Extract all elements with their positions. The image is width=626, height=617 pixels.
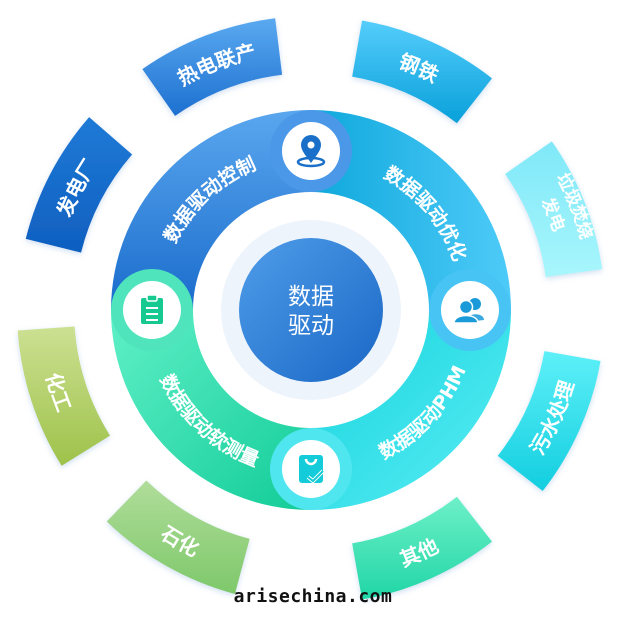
location-pin-badge [270, 110, 352, 192]
application-segment: 钢铁 [352, 20, 493, 124]
segment-shape [352, 496, 493, 600]
method-ring: 数据驱动控制数据驱动优化数据驱动PHM数据驱动软测量 [111, 110, 511, 510]
segment-shape [497, 351, 601, 492]
segment-shape [17, 326, 111, 466]
segment-shape [505, 141, 603, 278]
method-segment [311, 310, 511, 510]
application-segment: 石化 [106, 480, 250, 594]
segment-shape [352, 20, 493, 124]
clipboard-badge [111, 269, 193, 351]
application-segment: 其他 [352, 496, 493, 600]
watermark: arisechina.com [233, 586, 393, 607]
location-pin-icon [296, 135, 326, 168]
users-badge [429, 269, 511, 351]
center-hub: 数据 驱动 [221, 220, 401, 400]
segment-shape [25, 117, 133, 253]
method-segment [111, 110, 311, 310]
segment-shape [106, 480, 250, 594]
application-segment: 化工 [17, 326, 111, 466]
center-label-line1: 数据 [288, 284, 334, 310]
method-segment [111, 310, 311, 510]
segment-shape [142, 18, 283, 116]
application-segment: 热电联产 [142, 18, 283, 116]
application-segment: 发电厂 [25, 117, 133, 253]
shopping-bag-check-icon [299, 455, 325, 484]
center-circle [239, 238, 383, 382]
method-segment [311, 110, 511, 310]
application-segment: 污水处理 [497, 351, 601, 492]
users-icon [453, 298, 484, 324]
clipboard-icon [141, 294, 163, 324]
center-label-line2: 驱动 [288, 313, 334, 339]
shopping-bag-check-badge [270, 428, 352, 510]
